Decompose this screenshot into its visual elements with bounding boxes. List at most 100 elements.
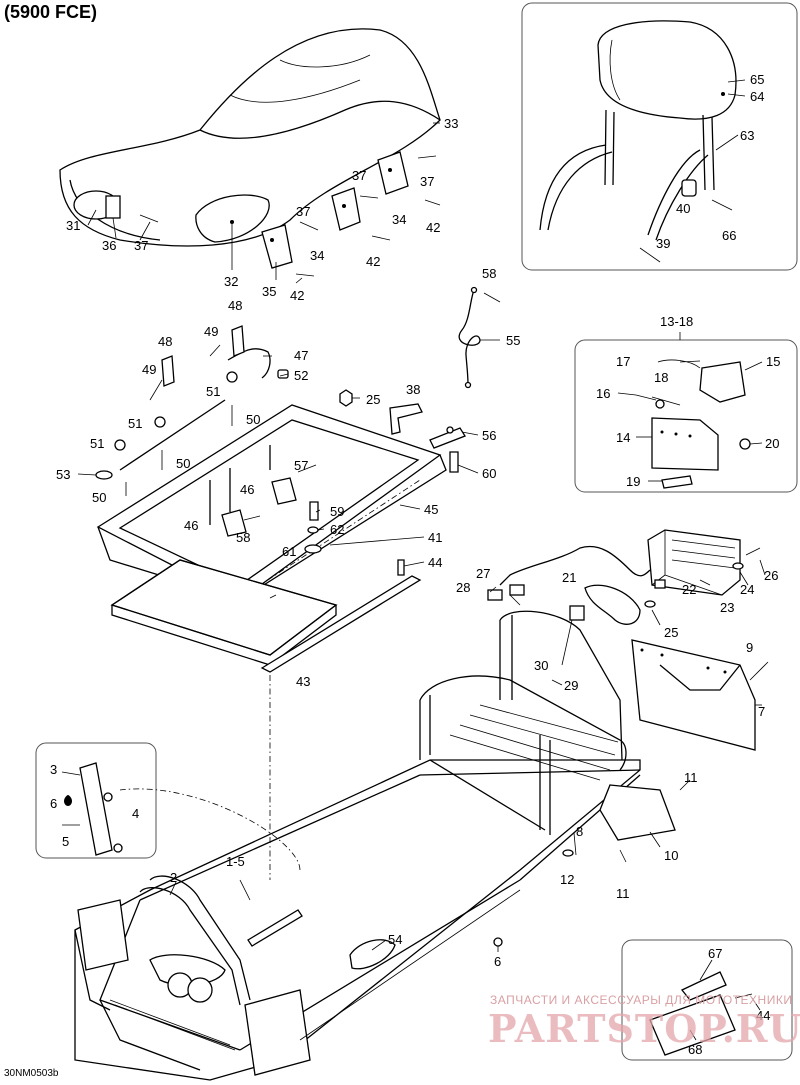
box-hardware	[221, 389, 466, 576]
callout-15: 15	[766, 354, 780, 369]
callout-42-a: 42	[290, 288, 304, 303]
callout-50-b: 50	[176, 456, 190, 471]
callout-60: 60	[482, 466, 496, 481]
callout-5: 5	[62, 834, 69, 849]
callout-46-a: 46	[240, 482, 254, 497]
callout-12: 12	[560, 872, 574, 887]
seat-assembly	[59, 28, 441, 247]
backrest-inset-box	[521, 2, 798, 271]
callout-labels: 33 31 36 37 32 35 42 37 34 42 37 34 42 3…	[50, 72, 780, 1057]
seat-hinge-brackets	[261, 151, 409, 269]
callout-36: 36	[102, 238, 116, 253]
callout-41: 41	[428, 530, 442, 545]
tail-bracket-inset-box	[574, 339, 798, 493]
callout-37-d: 37	[420, 174, 434, 189]
callout-56: 56	[482, 428, 496, 443]
callout-40: 40	[676, 201, 690, 216]
callout-64: 64	[750, 89, 764, 104]
diagram-title: (5900 FCE)	[4, 2, 98, 22]
callout-51-c: 51	[90, 436, 104, 451]
callout-57: 57	[294, 458, 308, 473]
callout-27: 27	[476, 566, 490, 581]
callout-65: 65	[750, 72, 764, 87]
callout-23: 23	[720, 600, 734, 615]
callout-17: 17	[616, 354, 630, 369]
watermark-caption: ЗАПЧАСТИ И АКСЕССУАРЫ ДЛЯ МОТОТЕХНИКИ	[490, 993, 792, 1007]
callout-3: 3	[50, 762, 57, 777]
callout-16: 16	[596, 386, 610, 401]
callout-13-18: 13-18	[660, 314, 693, 329]
callout-62: 62	[330, 522, 344, 537]
callout-7: 7	[758, 704, 765, 719]
callout-28: 28	[456, 580, 470, 595]
callout-10: 10	[664, 848, 678, 863]
snow-flap	[631, 639, 769, 751]
callout-42-c: 42	[426, 220, 440, 235]
callout-47: 47	[294, 348, 308, 363]
callout-45: 45	[424, 502, 438, 517]
callout-42-b: 42	[366, 254, 380, 269]
cable-assembly	[458, 286, 501, 389]
callout-24: 24	[740, 582, 754, 597]
callout-30: 30	[534, 658, 548, 673]
callout-51-b: 51	[128, 416, 142, 431]
callout-31: 31	[66, 218, 80, 233]
box-rail	[260, 575, 422, 880]
callout-19: 19	[626, 474, 640, 489]
callout-14: 14	[616, 430, 630, 445]
callout-37-c: 37	[352, 168, 366, 183]
callout-11-a: 11	[684, 770, 698, 785]
callout-44-a: 44	[428, 555, 442, 570]
callout-29: 29	[564, 678, 578, 693]
callout-9: 9	[746, 640, 753, 655]
handle-hardware	[95, 325, 289, 496]
callout-68: 68	[688, 1042, 702, 1057]
callout-55: 55	[506, 333, 520, 348]
callout-63: 63	[740, 128, 754, 143]
callout-25-b: 25	[664, 625, 678, 640]
strap-inset-parts	[61, 762, 123, 856]
callout-54: 54	[388, 932, 402, 947]
callout-38: 38	[406, 382, 420, 397]
callout-58-a: 58	[482, 266, 496, 281]
callout-51-a: 51	[206, 384, 220, 399]
callout-6-a: 6	[50, 796, 57, 811]
callout-26: 26	[764, 568, 778, 583]
callout-6-b: 6	[494, 954, 501, 969]
callout-25-a: 25	[366, 392, 380, 407]
strap-inset-box	[35, 742, 157, 859]
callout-8: 8	[576, 824, 583, 839]
callout-32: 32	[224, 274, 238, 289]
callout-59: 59	[330, 504, 344, 519]
tail-bracket-parts	[635, 359, 751, 489]
callout-48-a: 48	[228, 298, 242, 313]
callout-21: 21	[562, 570, 576, 585]
callout-1-5: 1-5	[226, 854, 245, 869]
callout-34-a: 34	[310, 248, 324, 263]
seat-screws	[139, 155, 441, 277]
callout-50-c: 50	[92, 490, 106, 505]
callout-58-b: 58	[236, 530, 250, 545]
callout-39: 39	[656, 236, 670, 251]
storage-compartment	[96, 404, 447, 666]
callout-53: 53	[56, 467, 70, 482]
watermark-logo: PARTSTOP.RU	[488, 1006, 800, 1051]
callout-67: 67	[708, 946, 722, 961]
leader-lines	[77, 79, 766, 1041]
callout-44-b: 44	[756, 1008, 770, 1023]
lock-inset-parts	[649, 971, 753, 1056]
callout-52: 52	[294, 368, 308, 383]
tunnel-frame	[74, 759, 676, 1081]
rear-rack	[419, 610, 627, 835]
callout-37-b: 37	[296, 204, 310, 219]
document-id: 30NM0503b	[4, 1068, 59, 1079]
callout-33: 33	[444, 116, 458, 131]
callout-35: 35	[262, 284, 276, 299]
tail-light-assembly	[487, 529, 761, 625]
callout-66: 66	[722, 228, 736, 243]
callout-43: 43	[296, 674, 310, 689]
callout-49-b: 49	[142, 362, 156, 377]
callout-22: 22	[682, 582, 696, 597]
callout-46-b: 46	[184, 518, 198, 533]
